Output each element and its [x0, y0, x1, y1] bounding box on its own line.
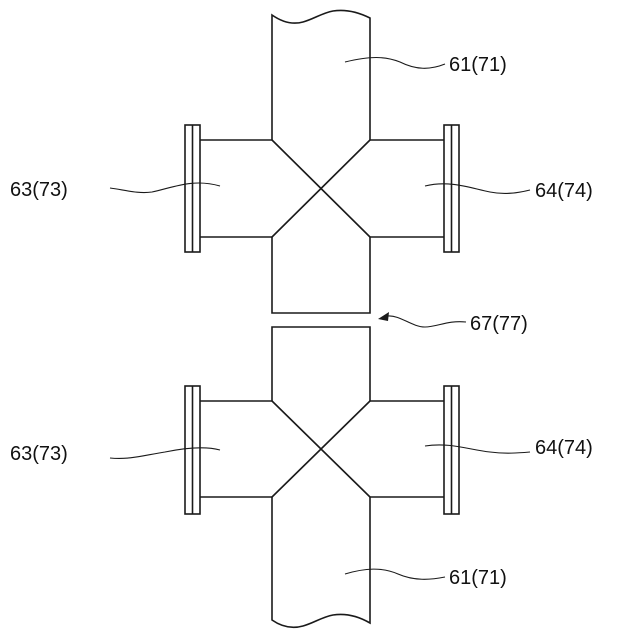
leader-gap: [388, 316, 466, 327]
label-right-bottom: 64(74): [535, 437, 593, 459]
label-right-top: 64(74): [535, 180, 593, 202]
leader-lines: [110, 58, 530, 580]
label-left-bottom: 63(73): [10, 443, 68, 465]
lower-left-branch: [200, 401, 272, 497]
leader-pipe-top: [345, 58, 445, 69]
upper-internal-cross: [272, 140, 370, 237]
leader-left-top: [110, 183, 220, 193]
leader-right-bottom: [425, 445, 530, 453]
label-left-top: 63(73): [10, 179, 68, 201]
lower-right-branch: [370, 401, 444, 497]
label-gap: 67(77): [470, 313, 528, 335]
upper-right-branch: [370, 140, 444, 237]
lower-vertical-pipe: [272, 497, 370, 627]
leader-pipe-bottom: [345, 569, 445, 579]
upper-cross-fitting: [185, 10, 459, 313]
upper-lower-stub: [272, 237, 370, 313]
label-pipe-bottom: 61(71): [449, 567, 507, 589]
lower-upper-stub: [272, 327, 370, 401]
upper-left-branch: [200, 140, 272, 237]
lower-internal-cross: [272, 401, 370, 497]
leader-right-top: [425, 184, 530, 194]
leader-left-bottom: [110, 448, 220, 459]
label-pipe-top: 61(71): [449, 54, 507, 76]
gap-arrow-icon: [378, 312, 389, 321]
lower-cross-fitting: [185, 327, 459, 627]
upper-vertical-pipe: [272, 10, 370, 140]
